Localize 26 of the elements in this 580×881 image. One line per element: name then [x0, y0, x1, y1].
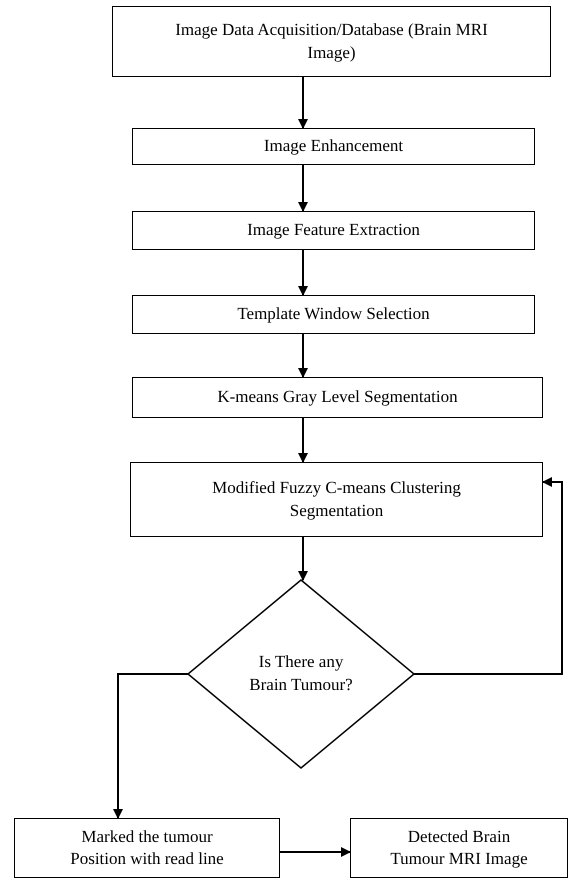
arrow: [298, 334, 308, 378]
arrow: [298, 418, 308, 463]
process-box: [112, 6, 551, 77]
arrow: [280, 847, 351, 857]
node-text: Image Data Acquisition/Database (Brain MRI Image): [174, 19, 489, 64]
node-text: Template Window Selection: [237, 303, 430, 326]
node-text: Modified Fuzzy C-means Clustering Segmentation: [211, 477, 462, 522]
process-box: [132, 128, 535, 165]
process-box: [350, 818, 568, 878]
process-box: [132, 295, 535, 334]
node-text: Image Feature Extraction: [247, 219, 420, 242]
arrow: [298, 77, 308, 129]
arrow: [298, 165, 308, 212]
node-text: Is There any Brain Tumour?: [248, 651, 354, 696]
node-text: Marked the tumour Position with read line: [69, 826, 225, 870]
arrow: [298, 537, 308, 581]
node-text: Detected Brain Tumour MRI Image: [389, 826, 529, 870]
process-box: [130, 462, 543, 537]
arrow: [414, 477, 563, 675]
node-text: Image Enhancement: [264, 135, 404, 158]
arrow: [113, 673, 188, 819]
process-box: [14, 818, 280, 878]
arrow: [298, 250, 308, 296]
node-text: K-means Gray Level Segmentation: [217, 386, 458, 408]
process-box: [132, 211, 535, 250]
process-box: [132, 377, 543, 418]
